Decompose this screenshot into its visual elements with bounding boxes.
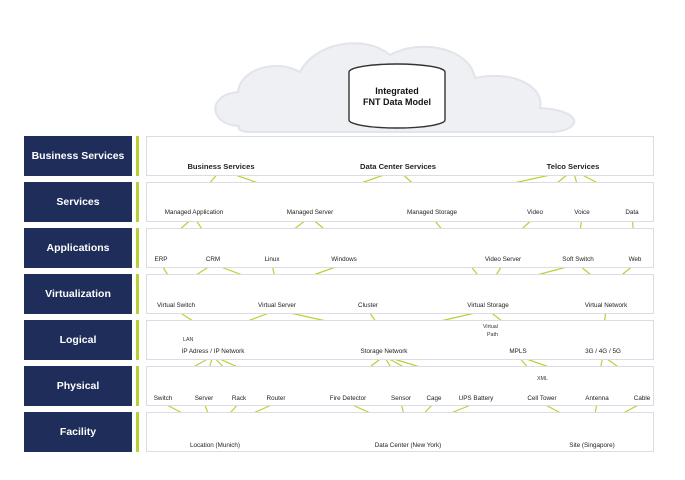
note-lan: LAN [183, 337, 194, 343]
node-telco-services: Telco Services [546, 162, 600, 171]
cloud-title-line1: Integrated [375, 86, 419, 96]
node-data-center-new-york: Data Center (New York) [374, 442, 442, 449]
node-ups-battery: UPS Battery [458, 395, 494, 402]
node-antenna: Antenna [585, 395, 609, 402]
node-managed-server: Managed Server [286, 209, 334, 216]
layer-label-virtualization: Virtualization [24, 274, 139, 314]
node-cluster: Cluster [358, 302, 378, 309]
band-virtualization [146, 274, 654, 314]
node-3g-4g-5g: 3G / 4G / 5G [585, 348, 621, 355]
database-icon [348, 63, 446, 129]
node-soft-switch: Soft Switch [562, 256, 594, 263]
note-xml: XML [537, 376, 548, 382]
node-web: Web [628, 256, 642, 263]
node-site-singapore: Site (Singapore) [569, 442, 615, 449]
band-services [146, 182, 654, 222]
node-ip-network: IP Adress / IP Network [181, 348, 245, 355]
node-location-munich: Location (Munich) [189, 442, 241, 449]
band-business-services [146, 136, 654, 176]
node-virtual-server: Virtual Server [257, 302, 297, 309]
node-switch: Switch [153, 395, 173, 402]
node-cable: Cable [633, 395, 651, 402]
node-crm: CRM [205, 256, 221, 263]
node-mpls: MPLS [509, 348, 527, 355]
node-business-services: Business Services [187, 162, 255, 171]
band-facility [146, 412, 654, 452]
band-physical [146, 366, 654, 406]
layer-label-logical: Logical [24, 320, 139, 360]
cloud-title-line2: FNT Data Model [362, 97, 431, 107]
layer-label-services: Services [24, 182, 139, 222]
node-managed-storage: Managed Storage [406, 209, 458, 216]
node-sensor: Sensor [391, 395, 411, 402]
layer-label-physical: Physical [24, 366, 139, 406]
node-data-center-services: Data Center Services [360, 162, 436, 171]
node-cage: Cage [426, 395, 442, 402]
cloud-title: Integrated FNT Data Model [342, 86, 452, 108]
layer-label-applications: Applications [24, 228, 139, 268]
node-managed-application: Managed Application [164, 209, 224, 216]
band-logical [146, 320, 654, 360]
node-linux: Linux [264, 256, 280, 263]
note-virtual: Virtual [483, 324, 498, 330]
node-video: Video [527, 209, 543, 216]
node-virtual-switch: Virtual Switch [156, 302, 196, 309]
note-path: Path [487, 332, 498, 338]
node-virtual-storage: Virtual Storage [467, 302, 509, 309]
node-data: Data [625, 209, 639, 216]
node-voice: Voice [574, 209, 590, 216]
node-fire-detector: Fire Detector [329, 395, 367, 402]
node-storage-network: Storage Network [360, 348, 408, 355]
node-cell-tower: Cell Tower [527, 395, 557, 402]
node-router: Router [266, 395, 286, 402]
node-virtual-network: Virtual Network [584, 302, 628, 309]
node-windows: Windows [331, 256, 357, 263]
layer-label-business-services: Business Services [24, 136, 139, 176]
node-rack: Rack [231, 395, 247, 402]
band-applications [146, 228, 654, 268]
node-server: Server [194, 395, 214, 402]
layer-label-facility: Facility [24, 412, 139, 452]
node-erp: ERP [154, 256, 168, 263]
node-video-server: Video Server [484, 256, 522, 263]
